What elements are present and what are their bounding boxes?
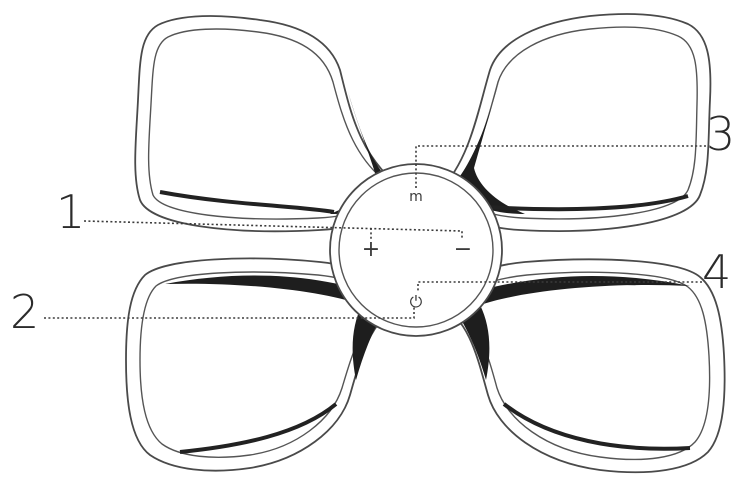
power-icon[interactable]: ⏻ — [410, 292, 423, 311]
plus-icon[interactable]: + — [362, 237, 380, 262]
callout-2: 2 — [10, 285, 39, 339]
callout-1: 1 — [56, 185, 85, 239]
mode-icon[interactable]: m — [409, 189, 423, 205]
callout-3: 3 — [706, 107, 735, 161]
callout-4: 4 — [702, 245, 731, 299]
minus-icon[interactable]: − — [454, 237, 472, 262]
